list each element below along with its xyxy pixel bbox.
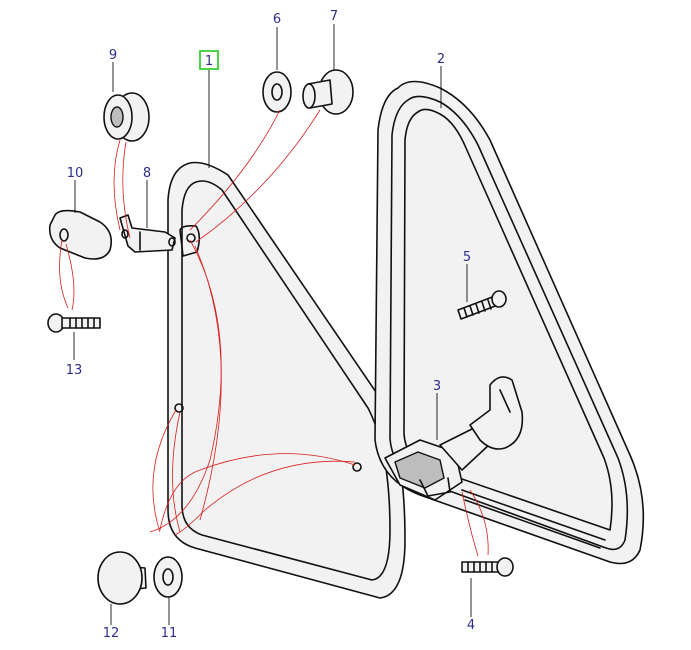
selected-part-highlight — [199, 50, 219, 70]
label-part-12[interactable]: 12 — [103, 626, 120, 641]
label-part-3[interactable]: 3 — [433, 379, 441, 394]
part-8-bracket[interactable] — [119, 214, 176, 253]
part-6-washer[interactable] — [262, 71, 292, 113]
label-part-4[interactable]: 4 — [467, 618, 475, 633]
leader-lines — [73, 24, 472, 625]
label-part-5[interactable]: 5 — [463, 250, 471, 265]
label-part-9[interactable]: 9 — [109, 48, 117, 63]
label-part-13[interactable]: 13 — [66, 363, 83, 378]
part-4-screw[interactable] — [461, 557, 514, 577]
part-10-trim-cover[interactable] — [48, 209, 113, 260]
label-part-1[interactable]: 1 — [205, 54, 213, 69]
part-5-screw[interactable] — [457, 290, 507, 320]
callout-lines — [59, 109, 489, 557]
label-part-8[interactable]: 8 — [143, 166, 151, 181]
part-11-washer[interactable] — [153, 556, 183, 598]
label-part-6[interactable]: 6 — [273, 12, 281, 27]
label-part-11[interactable]: 11 — [161, 626, 178, 641]
label-part-10[interactable]: 10 — [67, 166, 84, 181]
part-labels: 1 2 3 4 5 6 7 8 9 10 11 12 13 — [66, 9, 475, 641]
part-9-grommet[interactable] — [103, 92, 150, 142]
label-part-7[interactable]: 7 — [330, 9, 338, 24]
label-part-2[interactable]: 2 — [437, 52, 445, 67]
part-3-window-catch[interactable] — [384, 376, 524, 501]
part-7-bush[interactable] — [302, 69, 354, 115]
part-12-cap[interactable] — [97, 551, 147, 605]
part-1-window-frame[interactable] — [167, 161, 406, 599]
part-13-screw[interactable] — [47, 313, 101, 333]
